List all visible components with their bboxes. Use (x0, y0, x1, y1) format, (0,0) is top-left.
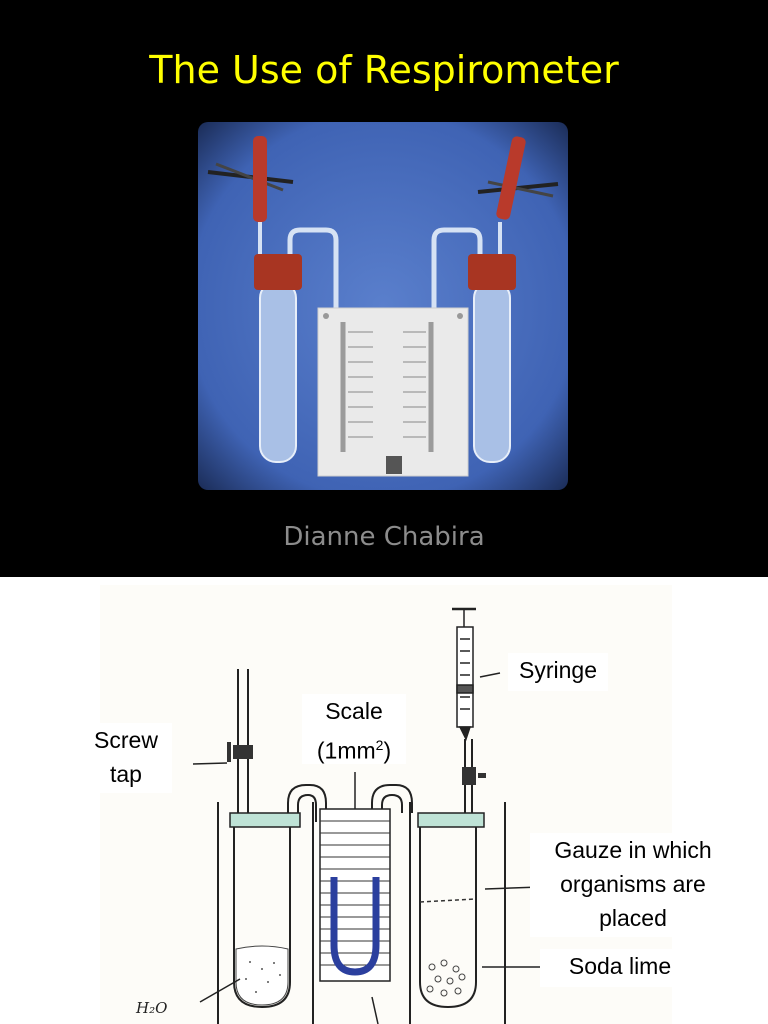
label-gauze-line2: organisms are (560, 871, 706, 897)
label-scale-line1: Scale (325, 698, 383, 724)
label-h2o: H₂O (136, 999, 168, 1017)
label-screw-tap: Screw tap (80, 723, 172, 793)
label-gauze-line1: Gauze in which (554, 837, 712, 863)
label-soda-lime: Soda lime (540, 949, 700, 987)
diagram-slide: Syringe Scale (1mm2) Screw tap Gauze in … (0, 577, 768, 1024)
label-gauze: Gauze in which organisms are placed (530, 833, 736, 937)
slide-title: The Use of Respirometer (149, 48, 619, 92)
left-clamp-icon (207, 136, 294, 222)
label-scale: Scale (1mm2) (302, 694, 406, 764)
label-scale-unit: (1mm (316, 737, 376, 764)
label-syringe: Syringe (508, 653, 608, 691)
author-name: Dianne Chabira (283, 522, 485, 552)
label-scale-close: ) (383, 737, 392, 764)
label-scale-line2: (1mm2) (302, 728, 406, 768)
label-scale-superscript: 2 (375, 737, 384, 753)
respirometer-photo (198, 122, 568, 490)
label-screw-line2: tap (110, 761, 142, 787)
syringe-icon (452, 607, 476, 741)
label-syringe-text: Syringe (519, 657, 597, 683)
label-gauze-line3: placed (599, 905, 667, 931)
title-slide: The Use of Respirometer (149, 48, 619, 552)
label-screw-line1: Screw (94, 727, 158, 753)
right-clamp-icon (477, 136, 559, 220)
label-soda-text: Soda lime (568, 953, 672, 979)
